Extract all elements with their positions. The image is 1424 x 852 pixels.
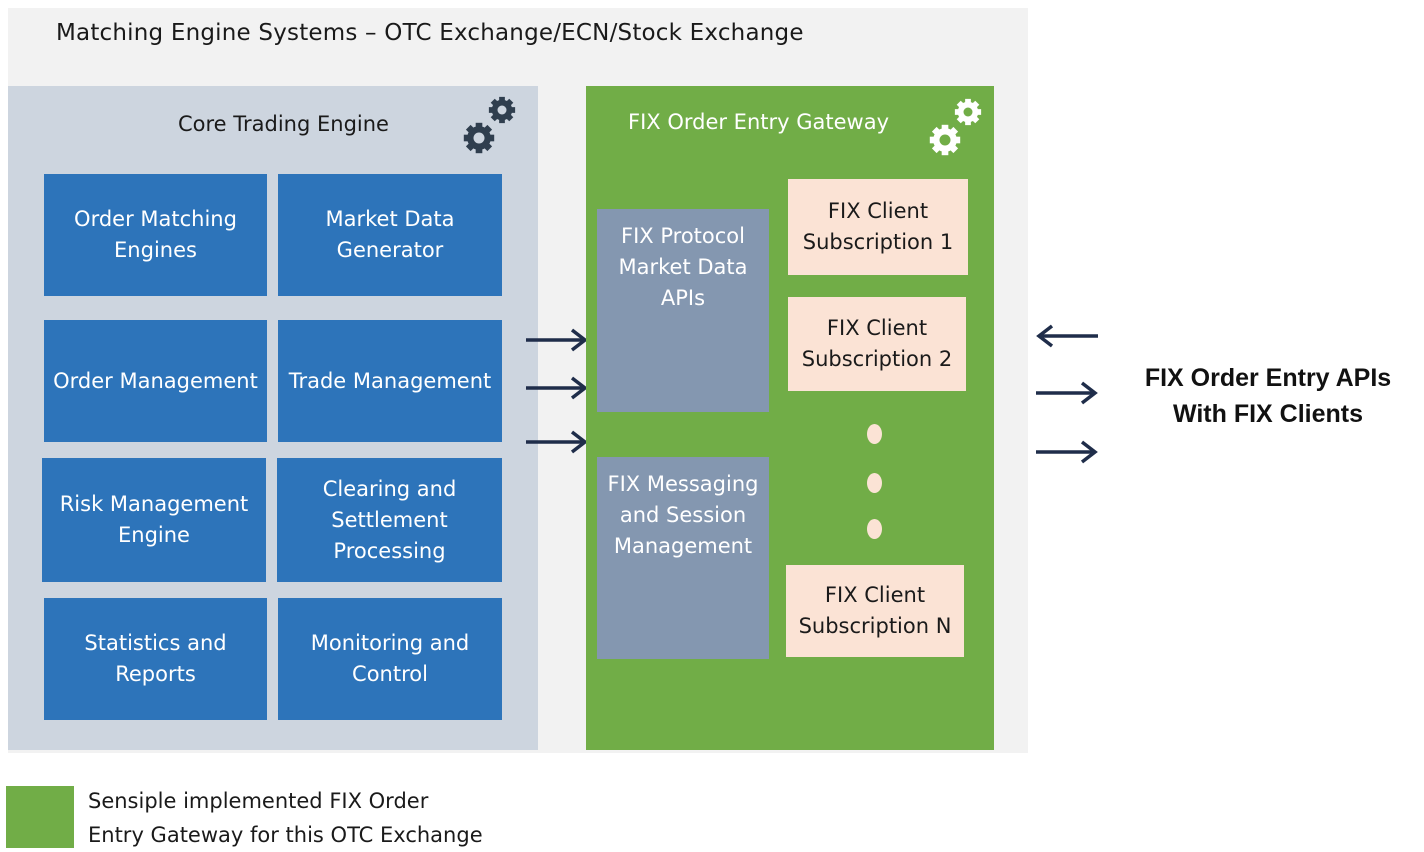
fix-client-subscription-n: FIX Client Subscription N bbox=[786, 565, 964, 657]
module-risk-management-engine: Risk Management Engine bbox=[42, 458, 266, 582]
arrow-right-icon bbox=[526, 376, 588, 400]
arrow-left-icon bbox=[1036, 324, 1098, 348]
ellipsis-dot bbox=[867, 424, 882, 444]
fix-protocol-market-data-apis: FIX Protocol Market Data APIs bbox=[597, 209, 769, 412]
arrow-right-icon bbox=[526, 430, 588, 454]
arrow-right-icon bbox=[1036, 440, 1098, 464]
arrow-right-icon bbox=[526, 328, 588, 352]
apis-label-line2: With FIX Clients bbox=[1172, 400, 1364, 428]
module-statistics-and-reports: Statistics and Reports bbox=[44, 598, 267, 720]
legend-swatch bbox=[6, 786, 74, 848]
fix-client-subscription-2: FIX Client Subscription 2 bbox=[788, 297, 966, 391]
apis-label-line1: FIX Order Entry APIs bbox=[1144, 364, 1392, 392]
legend-line2: Entry Gateway for this OTC Exchange bbox=[88, 823, 483, 847]
module-order-management: Order Management bbox=[44, 320, 267, 442]
fix-order-entry-apis-label: FIX Order Entry APIs With FIX Clients bbox=[1112, 360, 1424, 432]
legend-text: Sensiple implemented FIX Order Entry Gat… bbox=[88, 784, 483, 852]
system-title: Matching Engine Systems – OTC Exchange/E… bbox=[56, 20, 804, 46]
gears-icon bbox=[929, 98, 982, 156]
fix-client-subscription-1: FIX Client Subscription 1 bbox=[788, 179, 968, 275]
module-clearing-and-settlement: Clearing and Settlement Processing bbox=[277, 458, 502, 582]
ellipsis-dot bbox=[867, 519, 882, 539]
module-order-matching-engines: Order Matching Engines bbox=[44, 174, 267, 296]
core-trading-engine-title: Core Trading Engine bbox=[178, 112, 389, 136]
gears-icon bbox=[463, 96, 516, 154]
module-monitoring-and-control: Monitoring and Control bbox=[278, 598, 502, 720]
legend-line1: Sensiple implemented FIX Order bbox=[88, 789, 429, 813]
fix-messaging-session-management: FIX Messaging and Session Management bbox=[597, 457, 769, 659]
gateway-title: FIX Order Entry Gateway bbox=[628, 110, 890, 134]
arrow-right-icon bbox=[1036, 381, 1098, 405]
module-market-data-generator: Market Data Generator bbox=[278, 174, 502, 296]
module-trade-management: Trade Management bbox=[278, 320, 502, 442]
ellipsis-dot bbox=[867, 473, 882, 493]
